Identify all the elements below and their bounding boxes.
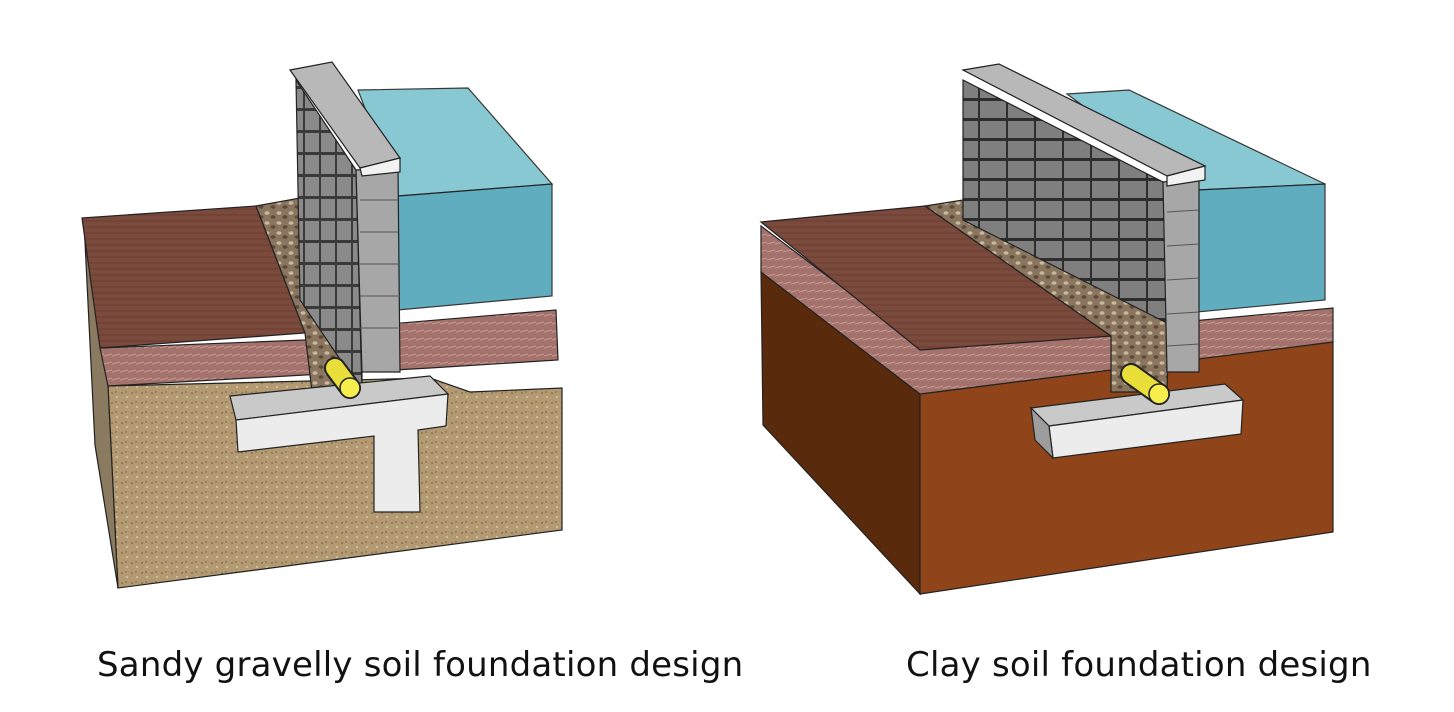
caption-clay: Clay soil foundation design (906, 645, 1372, 685)
pool-water-front (397, 183, 553, 311)
sandy-soil-diagram (81, 61, 563, 589)
caption-sandy: Sandy gravelly soil foundation design (97, 645, 744, 685)
wall-cap-end (1166, 165, 1206, 187)
block-wall-end (1162, 177, 1200, 373)
footing-front (235, 393, 449, 513)
pool-water-front (1196, 183, 1326, 313)
sandy-soil-panel: Sandy gravelly soil foundation design (81, 61, 743, 685)
block-wall-end (355, 167, 401, 373)
footing-end (1030, 406, 1054, 460)
wall-cap-end (359, 157, 401, 177)
clay-soil-diagram (759, 63, 1334, 596)
clay-soil-panel: Clay soil foundation design (727, 0, 1454, 712)
